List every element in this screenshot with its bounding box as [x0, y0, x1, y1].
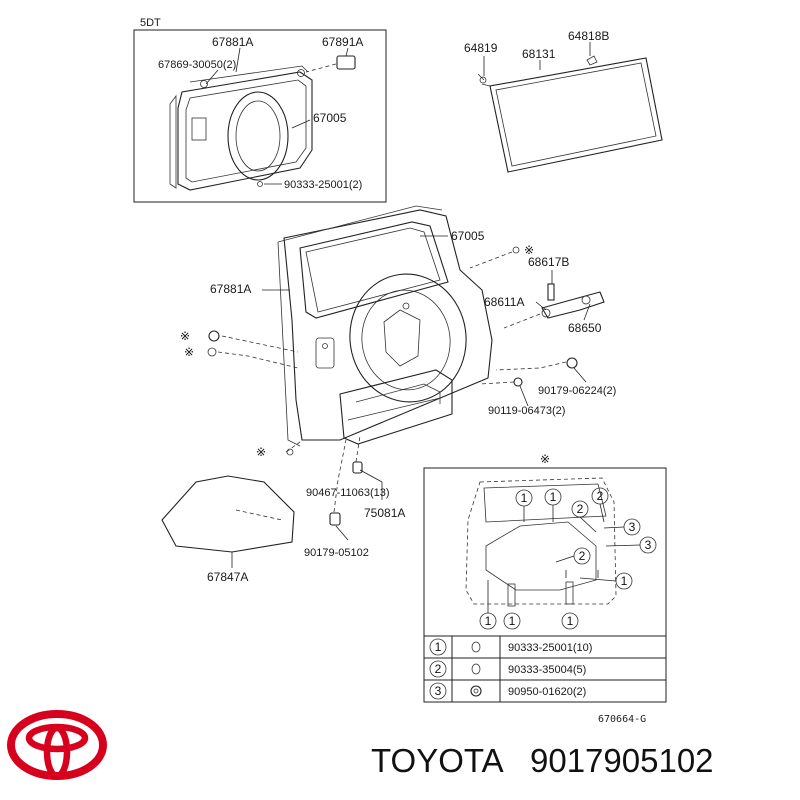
- label-68611a: 68611A: [484, 295, 524, 309]
- label-67881a-inset: 67881A: [212, 35, 253, 49]
- inset-top-title: 5DT: [140, 17, 161, 29]
- note-symbol-4: ※: [256, 445, 266, 459]
- clip-icon: [336, 55, 356, 70]
- back-door-assembly: ※ ※ ※ ※ 67005 68617B 67881A 68611A 68650…: [161, 205, 616, 584]
- label-90333-inset: 90333-25001(2): [284, 179, 362, 191]
- legend-num-3: 3: [435, 684, 442, 698]
- svg-text:1: 1: [621, 574, 628, 588]
- label-68650: 68650: [568, 321, 602, 335]
- logo-outer-ring: [7, 710, 107, 780]
- label-68617b: 68617B: [528, 255, 569, 269]
- label-67881a-main: 67881A: [210, 282, 251, 296]
- legend-part-1: 90333-25001(10): [508, 642, 592, 654]
- inset-top: 5DT 67881A 67891A 67869-30050(2) 67005 9…: [133, 17, 387, 203]
- inset-top-frame: [133, 29, 387, 203]
- svg-text:3: 3: [629, 520, 636, 534]
- inset-bottom: ※ 1 1 2 2 3 3 2 1 1 1 1: [423, 452, 667, 725]
- label-67005-inset: 67005: [313, 111, 347, 125]
- callout-group: 1 1 2 2 3 3 2 1 1 1 1: [479, 487, 657, 630]
- svg-text:1: 1: [521, 491, 528, 505]
- legend-num-2: 2: [435, 662, 442, 676]
- svg-text:1: 1: [567, 614, 574, 628]
- svg-text:2: 2: [579, 549, 586, 563]
- grommet-icon: [471, 663, 481, 675]
- logo-vertical-ring: [43, 724, 71, 780]
- label-68131: 68131: [522, 47, 556, 61]
- svg-text:3: 3: [645, 538, 652, 552]
- legend-num-1: 1: [435, 640, 442, 654]
- svg-text:1: 1: [550, 490, 557, 504]
- label-67005-main: 67005: [451, 229, 485, 243]
- label-90467: 90467-11063(13): [306, 487, 390, 499]
- label-67847a: 67847A: [207, 570, 248, 584]
- legend-part-3: 90950-01620(2): [508, 686, 586, 698]
- part-number: 9017905102: [530, 742, 714, 779]
- label-90179-06224: 90179-06224(2): [538, 385, 616, 397]
- note-symbol-3: ※: [184, 345, 194, 359]
- label-90119-06473: 90119-06473(2): [488, 405, 565, 417]
- note-symbol-1: ※: [524, 243, 534, 257]
- label-67869: 67869-30050(2): [158, 59, 236, 71]
- door-trim-panel: [169, 65, 313, 191]
- back-door-glass: 64819 68131 64818B: [464, 29, 663, 173]
- svg-text:1: 1: [485, 614, 492, 628]
- label-64819: 64819: [464, 41, 498, 55]
- legend-table: 1 90333-25001(10) 2 90333-35004(5) 3 909…: [424, 635, 666, 702]
- note-symbol-2: ※: [180, 329, 190, 343]
- inset-bottom-frame: [423, 467, 667, 703]
- legend-part-2: 90333-35004(5): [508, 664, 586, 676]
- diagram-ref: 670664-G: [598, 714, 646, 725]
- stopper-icon: [547, 283, 555, 301]
- label-90179-05102: 90179-05102: [304, 547, 369, 559]
- label-75081a: 75081A: [364, 506, 405, 520]
- toyota-logo: [7, 710, 107, 780]
- callout-leaders: [487, 503, 641, 613]
- label-67891a: 67891A: [322, 35, 363, 49]
- grommet-icon: [471, 641, 481, 653]
- svg-text:2: 2: [597, 489, 604, 503]
- brand-name: TOYOTA: [371, 742, 504, 779]
- inset-bottom-symbol: ※: [540, 452, 550, 466]
- svg-text:1: 1: [509, 614, 516, 628]
- label-64818b: 64818B: [568, 29, 609, 43]
- clip-icon: [470, 685, 482, 697]
- svg-text:2: 2: [577, 502, 584, 516]
